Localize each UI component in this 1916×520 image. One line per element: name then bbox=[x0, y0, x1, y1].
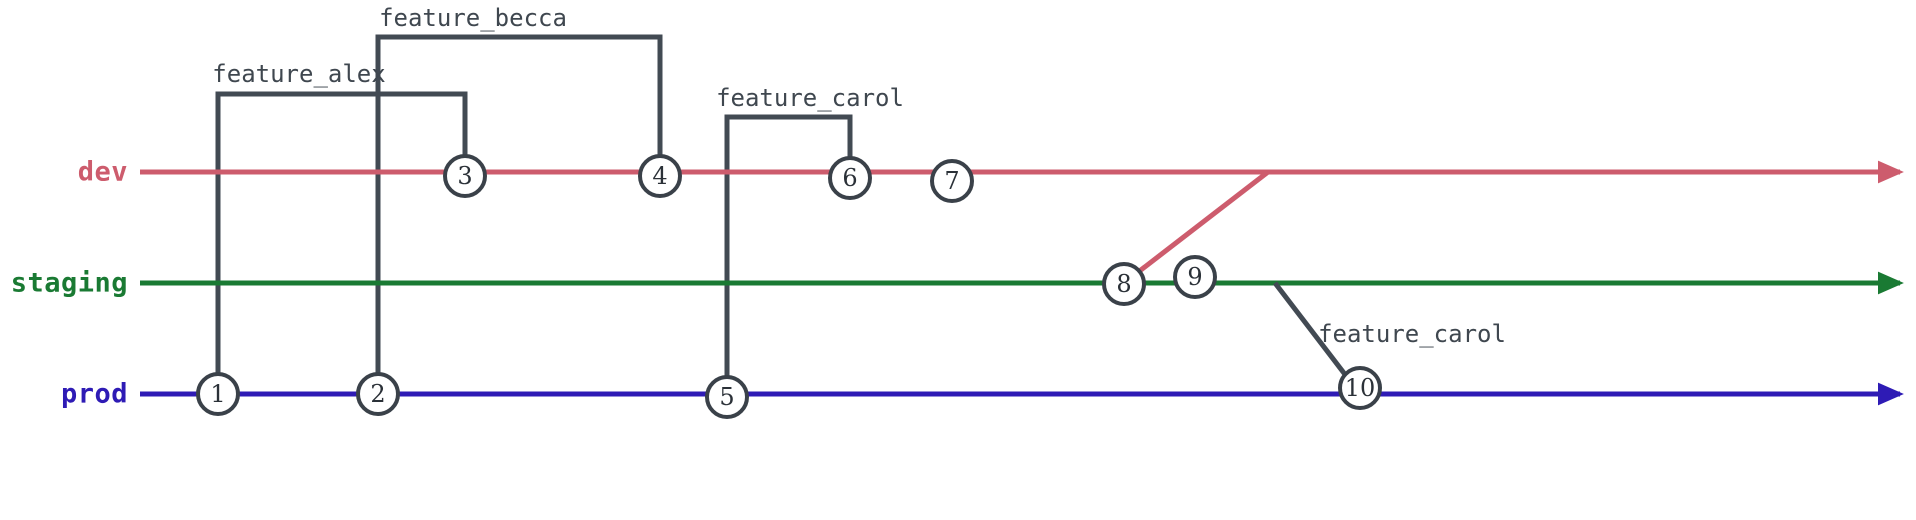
lane-lines-group bbox=[140, 160, 1904, 406]
branch-label-feature_carol_top: feature_carol bbox=[716, 84, 904, 112]
merge-line-dev-to-staging bbox=[1122, 170, 1270, 285]
commit-node-6[interactable] bbox=[828, 156, 872, 200]
commit-node-9[interactable] bbox=[1173, 255, 1217, 299]
lane-label-dev: dev bbox=[77, 156, 128, 188]
branch-paths-group bbox=[215, 34, 853, 394]
commit-node-7[interactable] bbox=[930, 159, 974, 203]
commit-node-10[interactable] bbox=[1338, 366, 1382, 410]
commit-node-2[interactable] bbox=[356, 372, 400, 416]
commit-node-3[interactable] bbox=[443, 154, 487, 198]
branch-path-feature_alex bbox=[215, 91, 468, 394]
branch-label-feature_becca: feature_becca bbox=[379, 4, 567, 32]
commit-nodes-group bbox=[196, 154, 1382, 419]
branch-label-feature_alex: feature_alex bbox=[212, 60, 386, 88]
lane-label-prod: prod bbox=[60, 378, 128, 410]
branch-path-feature_carol bbox=[724, 114, 853, 394]
commit-node-8[interactable] bbox=[1102, 262, 1146, 306]
lane-label-staging: staging bbox=[10, 267, 128, 299]
commit-node-1[interactable] bbox=[196, 372, 240, 416]
commit-node-5[interactable] bbox=[705, 375, 749, 419]
commit-node-4[interactable] bbox=[638, 154, 682, 198]
branch-path-feature_becca bbox=[375, 34, 663, 394]
branch-label-feature_carol_lower: feature_carol bbox=[1318, 320, 1506, 348]
